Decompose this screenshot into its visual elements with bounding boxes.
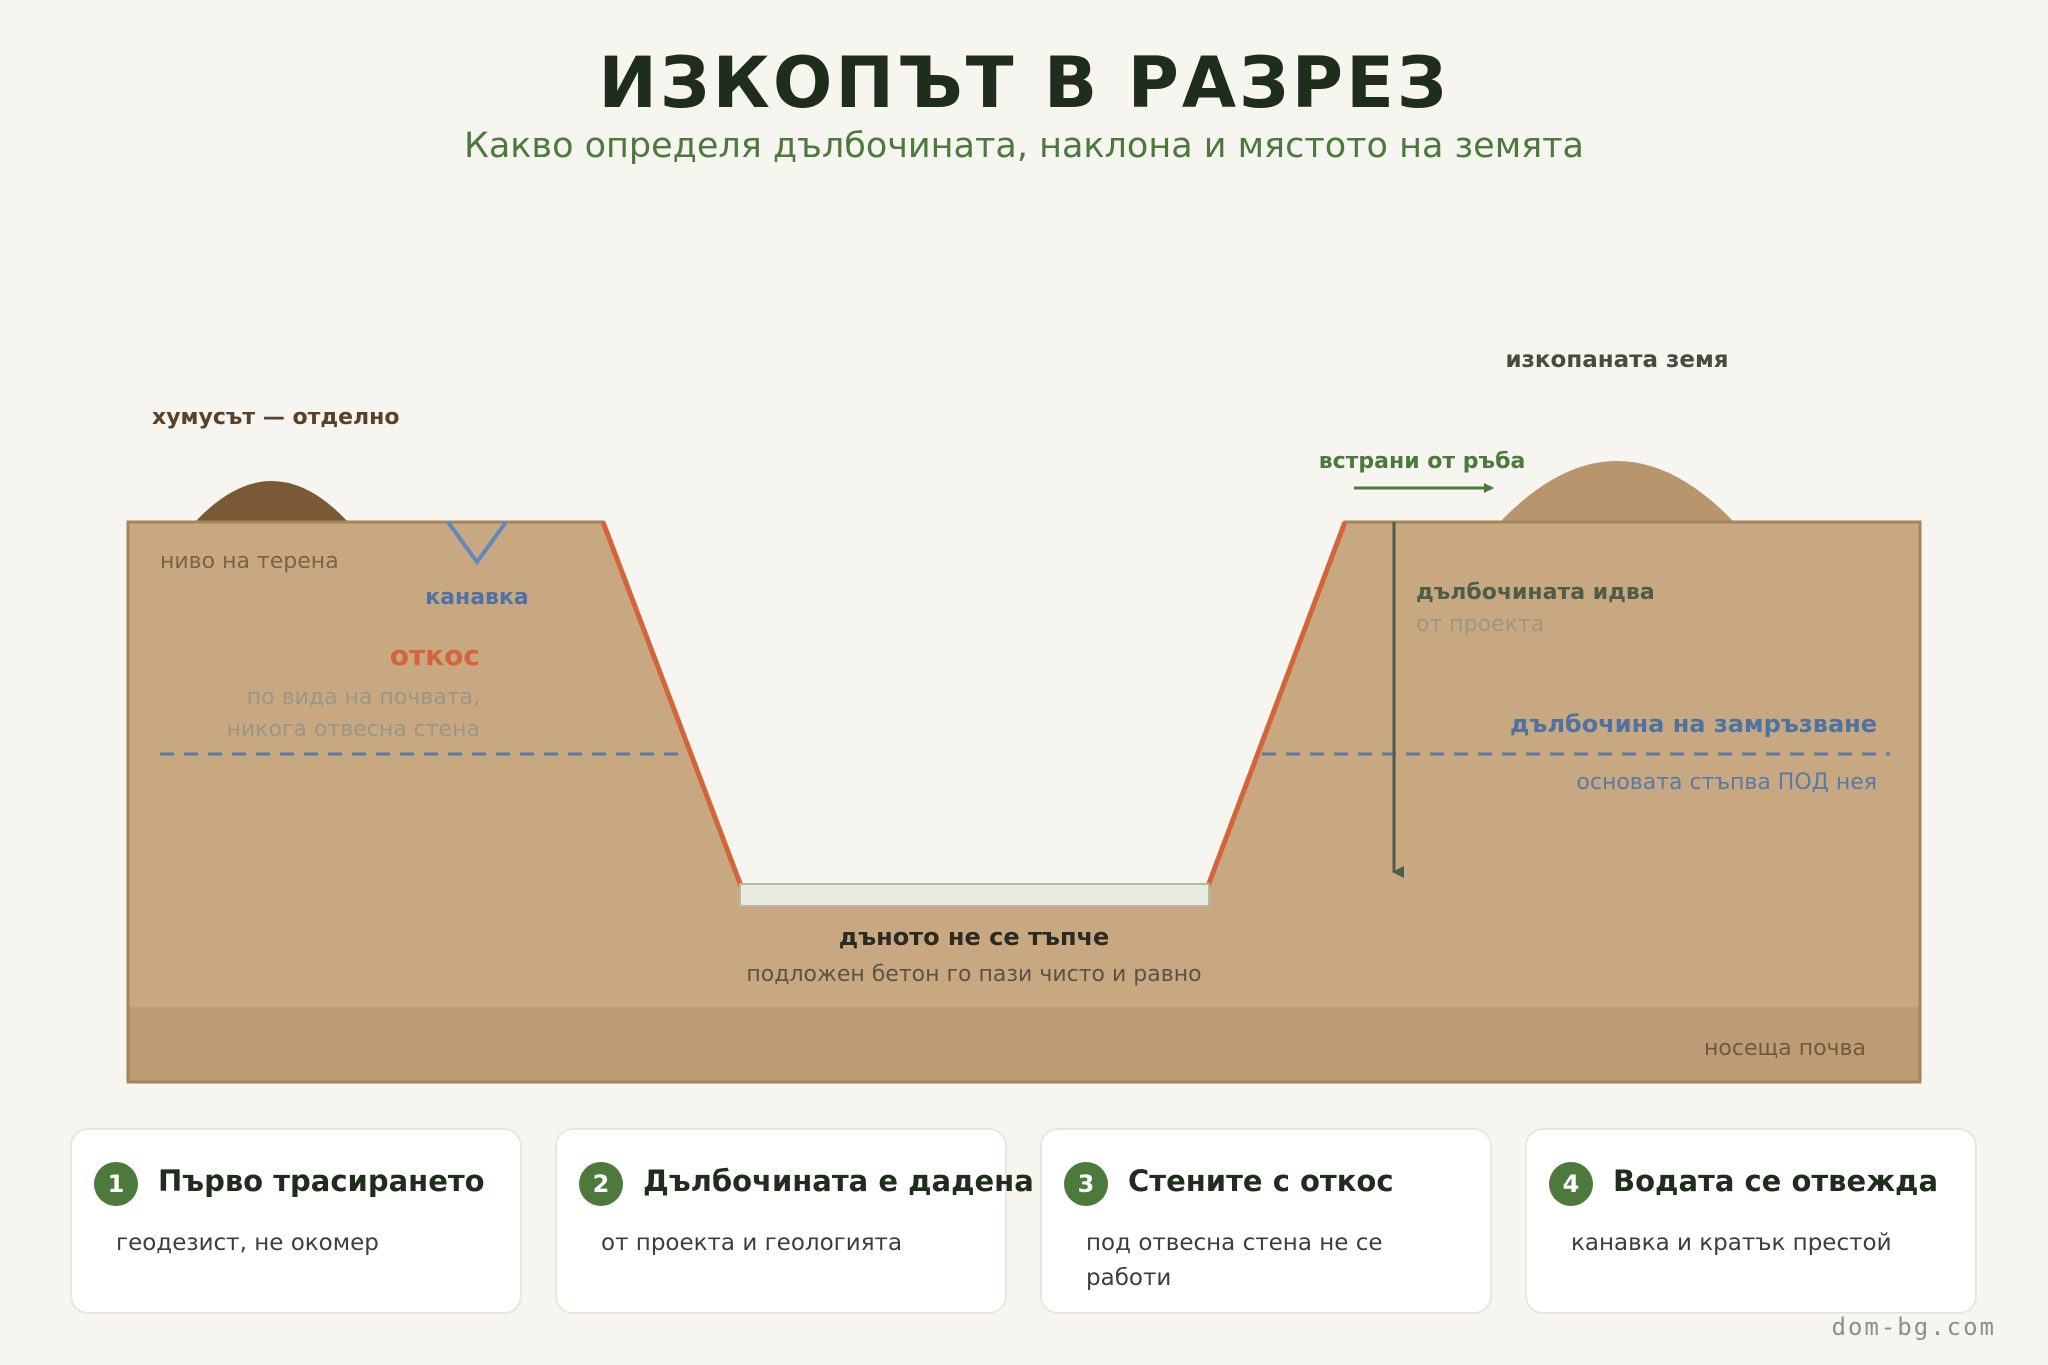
page-title: ИЗКОПЪТ В РАЗРЕЗ <box>598 42 1450 124</box>
key-point-card: 3 Стените с откос под отвесна стена не с… <box>1040 1128 1492 1314</box>
bottom-label: дъното не се тъпче <box>839 923 1110 951</box>
aside-label: встрани от ръба <box>1319 449 1526 474</box>
soil-body <box>128 522 1920 1082</box>
bottom-note: подложен бетон го пази чисто и равно <box>746 962 1201 987</box>
ditch-v-shape <box>446 520 508 566</box>
lean-concrete-base <box>739 883 1210 907</box>
site-credit: dom-bg.com <box>1831 1313 1996 1341</box>
card-description: под отвесна стена не се работи <box>1086 1230 1383 1291</box>
step-number-badge: 2 <box>579 1162 623 1206</box>
topsoil-label: хумусът — отделно <box>152 405 399 430</box>
card-title: Първо трасирането <box>158 1164 485 1198</box>
page-subtitle: Какво определя дълбочината, наклона и мя… <box>464 126 1584 166</box>
card-description: геодезист, не окомер <box>116 1230 379 1256</box>
frost-note: основата стъпва ПОД нея <box>1576 770 1877 795</box>
step-number-badge: 3 <box>1064 1162 1108 1206</box>
key-point-card: 4 Водата се отвежда канавка и кратък пре… <box>1525 1128 1977 1314</box>
topsoil-mound <box>195 481 348 522</box>
step-number-badge: 1 <box>94 1162 138 1206</box>
step-number-badge: 4 <box>1549 1162 1593 1206</box>
slope-note-line-2: никога отвесна стена <box>226 717 480 742</box>
bearing-soil-layer <box>128 1007 1920 1082</box>
excavation-cross-section: хумусът — отделно ниво на терена канавка… <box>126 347 1922 1084</box>
card-description: от проекта и геологията <box>601 1230 903 1256</box>
ditch-label: канавка <box>425 585 529 610</box>
spoil-heap <box>1500 461 1734 522</box>
key-point-card: 2 Дълбочината е дадена от проекта и геол… <box>555 1128 1034 1314</box>
card-title: Дълбочината е дадена <box>643 1164 1034 1198</box>
key-points: 1 Първо трасирането геодезист, не окомер… <box>70 1128 1980 1316</box>
spoil-label: изкопаната земя <box>1505 347 1728 373</box>
card-description: канавка и кратък престой <box>1571 1230 1892 1256</box>
key-point-card: 1 Първо трасирането геодезист, не окомер <box>70 1128 522 1314</box>
card-title: Стените с откос <box>1128 1164 1394 1198</box>
right-slope <box>1205 521 1348 887</box>
frost-label: дълбочина на замръзване <box>1510 710 1877 738</box>
card-title: Водата се отвежда <box>1613 1164 1939 1198</box>
left-slope <box>600 521 744 887</box>
bearing-soil-label: носеща почва <box>1704 1036 1866 1061</box>
ground-level-label: ниво на терена <box>160 549 339 574</box>
depth-note: от проекта <box>1416 612 1544 637</box>
slope-note-line-1: по вида на почвата, <box>247 685 480 710</box>
depth-label: дълбочината идва <box>1416 580 1655 605</box>
slope-label: откос <box>390 639 480 672</box>
